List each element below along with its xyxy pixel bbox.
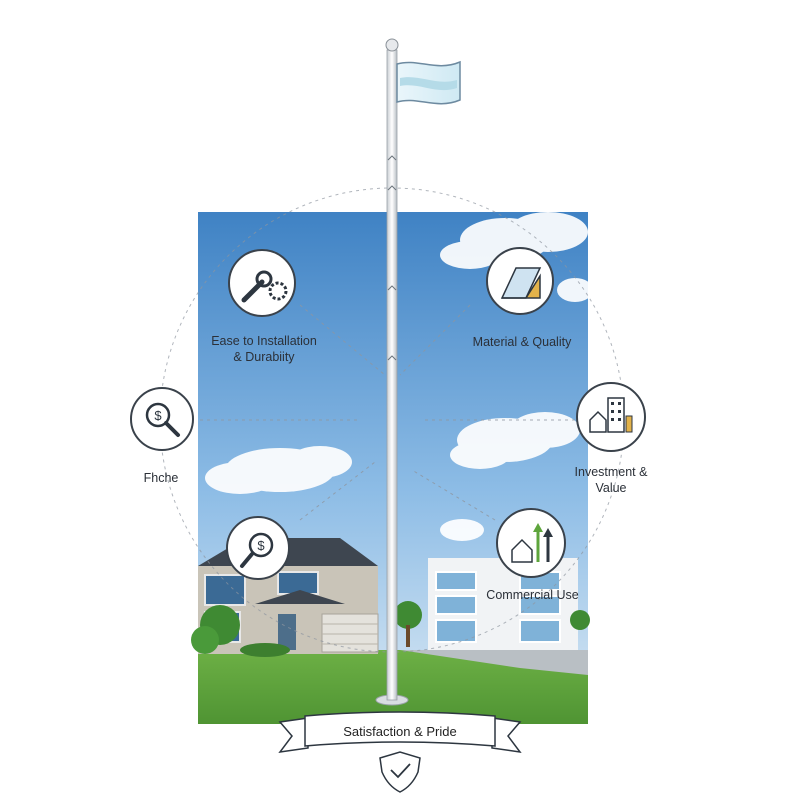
material-quality-text: Material & Quality (472, 335, 572, 349)
svg-text:$: $ (154, 408, 162, 423)
ease-installation-line1: Ease to Installation (211, 334, 317, 348)
commercial-use-label: Commercial Use (475, 587, 590, 603)
svg-text:$: $ (257, 538, 265, 553)
office-building-illustration (394, 558, 590, 650)
connector-lines (200, 304, 575, 521)
buildings-icon (576, 382, 646, 452)
wrench-gear-icon (228, 249, 296, 317)
budget-magnifier-dollar-icon: $ (226, 516, 290, 580)
commercial-use-text: Commercial Use (486, 588, 579, 602)
investment-line1: Investment & (574, 465, 648, 479)
ease-installation-label: Ease to Installation & Durabiity (200, 333, 328, 365)
price-magnifier-dollar-icon: $ (130, 387, 194, 451)
ease-installation-line2: & Durabiity (233, 350, 295, 364)
road (400, 650, 588, 675)
price-label: Fhche (126, 470, 196, 486)
satisfaction-banner (278, 711, 522, 753)
material-quality-label: Material & Quality (462, 334, 582, 350)
material-layers-icon (486, 247, 554, 315)
flag-stripe (400, 77, 457, 91)
investment-value-label: Investment & Value (556, 464, 666, 496)
house-growth-arrows-icon (496, 508, 566, 578)
investment-line2: Value (595, 481, 627, 495)
price-text: Fhche (143, 471, 179, 485)
shield-check-icon (379, 751, 421, 793)
satisfaction-pride-label: Satisfaction & Pride (343, 724, 457, 739)
flagpole (375, 38, 409, 706)
